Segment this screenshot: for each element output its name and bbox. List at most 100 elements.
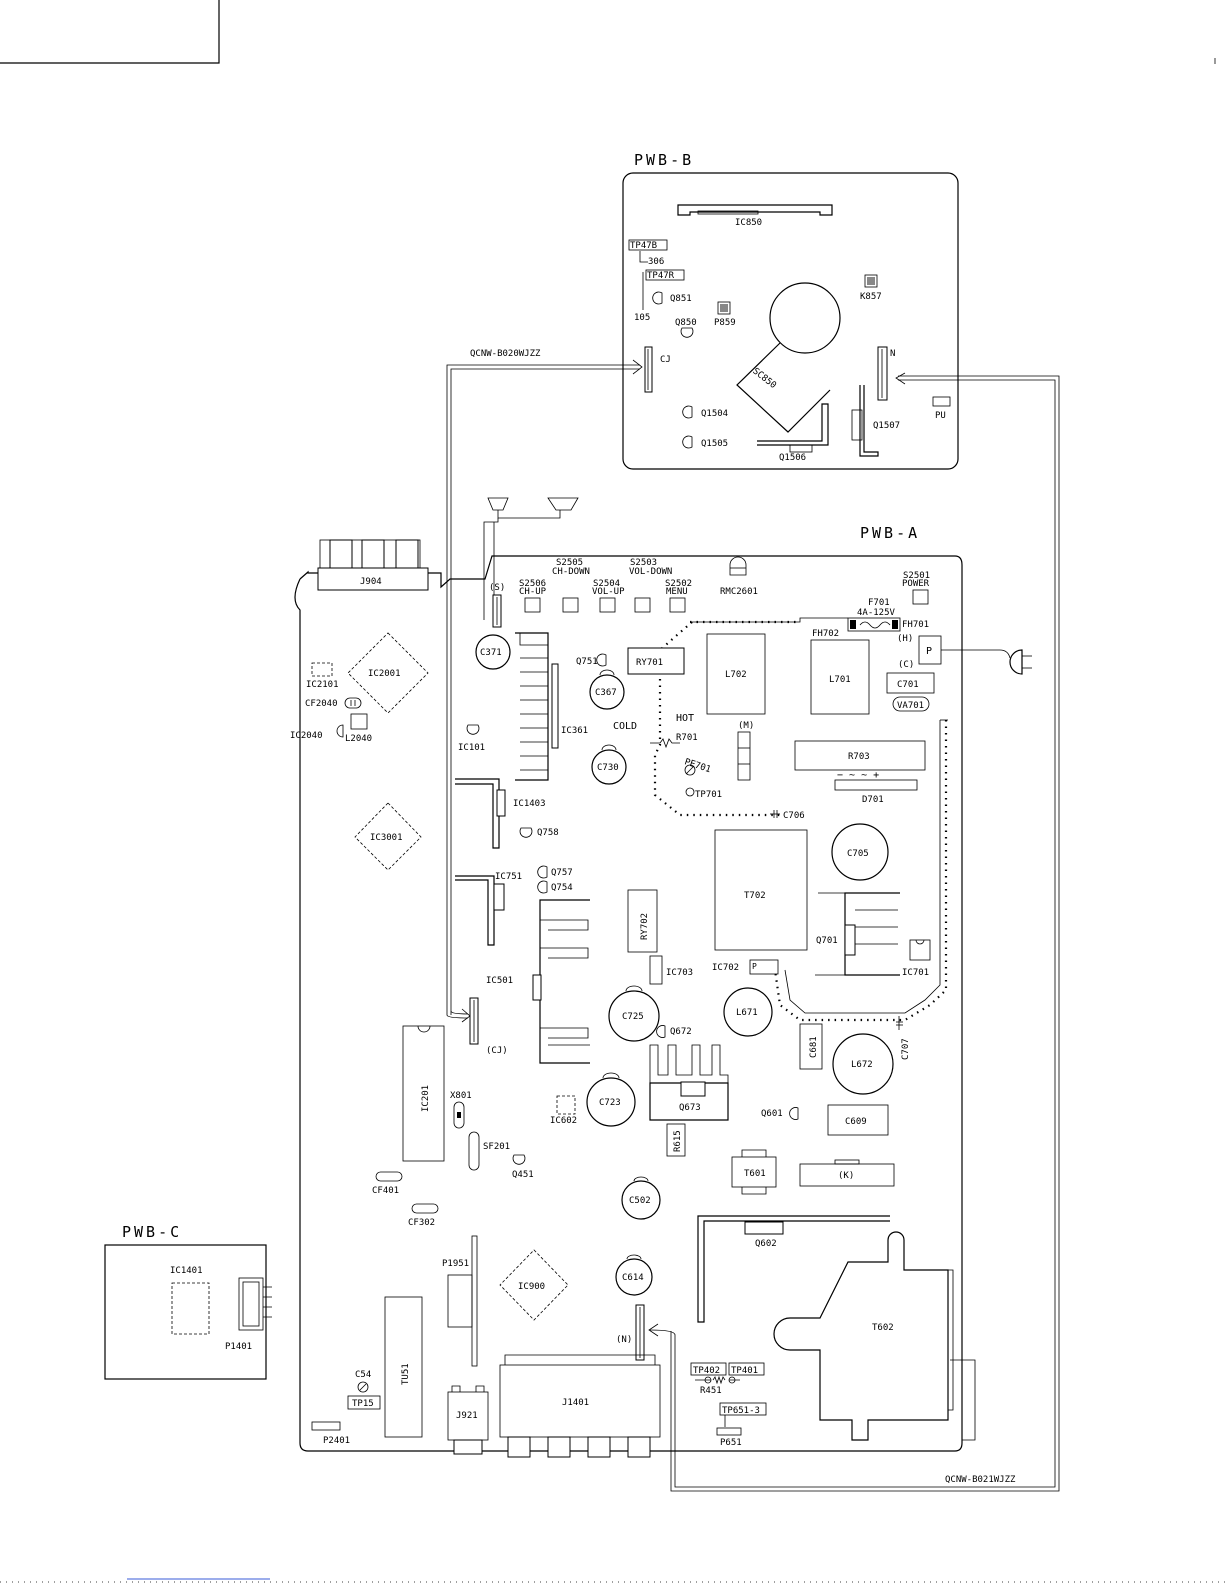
svg-text:C609: C609 [845,1117,867,1127]
pwb-a-title: PWB-A [860,524,920,542]
svg-text:TP651-3: TP651-3 [722,1406,760,1416]
svg-text:RMC2601: RMC2601 [720,587,758,597]
c701: (C) C701 VA701 [886,660,935,712]
svg-text:C54: C54 [355,1370,371,1380]
svg-text:J904: J904 [360,577,382,587]
svg-text:R615: R615 [673,1130,683,1152]
svg-text:VOL-UP: VOL-UP [592,587,625,597]
svg-text:Q602: Q602 [755,1239,777,1249]
svg-text:306: 306 [648,257,664,267]
x801: X801 [450,1091,472,1129]
q1505: Q1505 [682,435,728,449]
svg-text:S2501: S2501 [903,571,930,581]
svg-text:IC501: IC501 [486,976,513,986]
c681: C681 [799,1023,823,1070]
p859: P859 [714,301,736,328]
s-connector: (S) [489,583,505,628]
ry702: RY702 [627,889,658,953]
svg-text:SF201: SF201 [483,1142,510,1152]
svg-text:VA701: VA701 [897,701,924,711]
pwb-b-outline [622,172,959,470]
k857: K857 [860,274,882,302]
front-switches: S2505 CH-DOWN S2503 VOL-DOWN S2506 CH-UP… [519,558,692,613]
l701: L701 [810,639,870,715]
cable-lower: QCNW-B021WJZZ [648,372,1060,1492]
m-component: (M) [737,721,754,781]
l671: L671 [723,987,773,1037]
cj-connector: CJ [644,346,671,393]
svg-text:MENU: MENU [666,587,688,597]
svg-text:IC701: IC701 [902,968,929,978]
t602: T602 [773,1231,976,1441]
svg-text:IC1403: IC1403 [513,799,546,809]
svg-text:Q1505: Q1505 [701,439,728,449]
svg-text:IC1401: IC1401 [170,1266,203,1276]
svg-text:RY701: RY701 [636,658,663,668]
svg-text:Q751: Q751 [576,657,598,667]
tp651-3: TP651-3 [719,1402,767,1427]
c502: C502 [621,1176,661,1220]
svg-text:IC751: IC751 [495,872,522,882]
svg-text:Q451: Q451 [512,1170,534,1180]
q851: Q851 [652,291,692,305]
ic501: IC501 [486,899,590,1064]
svg-text:CF401: CF401 [372,1186,399,1196]
q1507: Q1507 [851,385,900,457]
svg-text:IC361: IC361 [561,726,588,736]
c371: C371 [475,634,511,670]
c705: C705 [831,823,889,881]
svg-text:CF302: CF302 [408,1218,435,1228]
c707: C707 [896,1016,911,1060]
svg-text:TP701: TP701 [695,790,722,800]
svg-text:Q672: Q672 [670,1027,692,1037]
ic1403: IC1403 [455,778,546,849]
svg-text:Q673: Q673 [679,1103,701,1113]
svg-text:TP401: TP401 [731,1366,758,1376]
svg-text:S2504: S2504 [593,579,620,589]
pwb-c-title: PWB-C [122,1223,182,1241]
j904: J904 [317,539,429,591]
cf401: CF401 [372,1171,403,1196]
p2401: P2401 [311,1421,350,1446]
svg-text:(N): (N) [616,1335,632,1345]
svg-text:X801: X801 [450,1091,472,1101]
svg-text:T601: T601 [744,1169,766,1179]
p1951: P1951 [442,1235,478,1367]
hot-cold-boundary [653,617,948,1022]
l672: L672 [832,1033,894,1095]
svg-text:IC2040: IC2040 [290,731,323,741]
svg-text:P859: P859 [714,318,736,328]
svg-text:QCNW-B021WJZZ: QCNW-B021WJZZ [945,1475,1016,1485]
svg-text:VOL-DOWN: VOL-DOWN [629,567,672,577]
svg-text:FH701: FH701 [902,620,929,630]
svg-text:L701: L701 [829,675,851,685]
svg-text:(K): (K) [838,1171,854,1181]
ic101: IC101 [458,724,485,753]
sc850: SC850 [736,282,841,433]
svg-text:K857: K857 [860,292,882,302]
svg-text:QCNW-B020WJZZ: QCNW-B020WJZZ [470,349,541,359]
svg-text:Q758: Q758 [537,828,559,838]
svg-text:COLD: COLD [613,721,637,732]
svg-text:(C): (C) [898,660,914,670]
svg-text:IC2001: IC2001 [368,669,401,679]
svg-text:N: N [890,349,895,359]
tp401: TP401 [728,1362,765,1376]
j921: J921 [447,1385,489,1455]
svg-text:CH-DOWN: CH-DOWN [552,567,590,577]
svg-text:CJ: CJ [660,355,671,365]
svg-text:P: P [752,962,757,971]
svg-text:J921: J921 [456,1411,478,1421]
tp402: TP402 [690,1362,727,1376]
c609: C609 [827,1104,889,1136]
svg-text:C502: C502 [629,1196,651,1206]
svg-text:S2505: S2505 [556,558,583,568]
q451: Q451 [512,1154,534,1180]
svg-text:R451: R451 [700,1386,722,1396]
ac-connector-p: P [918,635,1032,675]
c54: C54 [355,1370,371,1393]
ic3001: IC3001 [354,802,422,871]
svg-text:TP15: TP15 [352,1399,374,1409]
c723: C723 [586,1072,636,1127]
svg-text:(H): (H) [897,634,913,644]
